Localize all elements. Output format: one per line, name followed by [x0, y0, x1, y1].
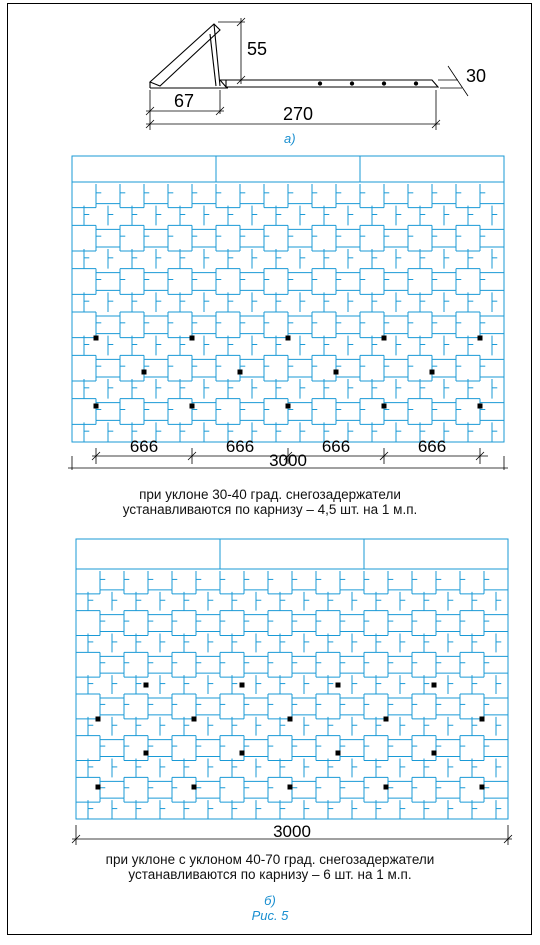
- panel2-caption-line2: устанавливаются по карнизу – 6 шт. на 1 …: [128, 867, 412, 882]
- roof-tile-layout-2: 3000: [71, 538, 513, 845]
- dim-length: 270: [283, 104, 313, 124]
- snow-guard-marker: [143, 682, 149, 688]
- panel2-caption-line1: при уклоне с уклоном 40-70 град. снегоза…: [105, 852, 435, 867]
- total-dim-value: 3000: [273, 822, 311, 841]
- snow-guard-marker: [431, 750, 437, 756]
- span-dim-value: 666: [418, 437, 446, 456]
- snow-guard-marker: [191, 716, 197, 722]
- snow-guard-marker: [477, 335, 483, 341]
- roof-tile-layout-1: 666 666 666 666 3000: [68, 155, 508, 470]
- panel1-caption: при уклоне 30-40 град. снегозадержатели …: [0, 487, 540, 517]
- snow-guard-marker: [93, 335, 99, 341]
- snow-guard-marker: [191, 784, 197, 790]
- span-dim-tick: [91, 451, 101, 461]
- snow-guard-marker: [335, 750, 341, 756]
- total-dim-tick: [71, 834, 81, 844]
- snow-guard-marker: [141, 369, 147, 375]
- snow-guard-marker: [333, 369, 339, 375]
- snow-guard-marker: [95, 784, 101, 790]
- snow-guard-marker: [381, 335, 387, 341]
- snow-guard-marker: [381, 403, 387, 409]
- panel1-caption-line2: устанавливаются по карнизу – 4,5 шт. на …: [122, 502, 418, 517]
- span-dim-tick: [283, 451, 293, 461]
- snow-guard-marker: [479, 784, 485, 790]
- span-dim-tick: [187, 451, 197, 461]
- snow-guard-marker: [189, 335, 195, 341]
- figure-title: Рис. 5: [251, 908, 289, 923]
- snow-guard-marker: [431, 682, 437, 688]
- panel1-caption-line1: при уклоне 30-40 град. снегозадержатели: [139, 487, 401, 502]
- tile-grid-border: [75, 538, 509, 820]
- snow-guard-marker: [477, 403, 483, 409]
- span-dim-value: 666: [226, 437, 254, 456]
- snow-guard-marker: [285, 335, 291, 341]
- tile-grid: [71, 155, 505, 443]
- dimension-lines: [68, 448, 508, 470]
- figure-sub-label: б): [264, 893, 276, 908]
- tile-grid: [75, 538, 509, 820]
- snow-guard-marker: [479, 716, 485, 722]
- bracket-triangle: [148, 23, 221, 87]
- span-dim-value: 666: [130, 437, 158, 456]
- snow-guard-marker: [285, 403, 291, 409]
- detail-label-a: а): [284, 131, 296, 146]
- snow-guard-marker: [383, 784, 389, 790]
- panel2-caption: при уклоне с уклоном 40-70 град. снегоза…: [0, 852, 540, 882]
- bracket-detail: 55 67 270 30 а): [145, 17, 486, 146]
- total-dim-value: 3000: [269, 451, 307, 470]
- snow-guard-marker: [239, 682, 245, 688]
- span-dim-tick: [475, 451, 485, 461]
- span-dim-tick: [379, 451, 389, 461]
- snow-guard-marker: [287, 784, 293, 790]
- dim-base: 67: [174, 91, 194, 111]
- span-dim-value: 666: [322, 437, 350, 456]
- snow-guard-marker: [429, 369, 435, 375]
- snow-guard-marker: [143, 750, 149, 756]
- dim-thickness: 30: [466, 66, 486, 86]
- drawing-frame: [7, 3, 532, 935]
- snow-guard-marker: [95, 716, 101, 722]
- tile-grid-border: [71, 155, 505, 443]
- snow-guard-marker: [189, 403, 195, 409]
- dim-height: 55: [247, 39, 267, 59]
- snow-guard-marker: [383, 716, 389, 722]
- snow-guard-marker: [335, 682, 341, 688]
- bracket-plate: [218, 79, 440, 88]
- dimension-lines: [71, 825, 513, 845]
- snow-guard-marker: [287, 716, 293, 722]
- total-dim-tick: [503, 834, 513, 844]
- snow-guard-marker: [237, 369, 243, 375]
- snow-guard-marker: [93, 403, 99, 409]
- snow-guard-marker: [239, 750, 245, 756]
